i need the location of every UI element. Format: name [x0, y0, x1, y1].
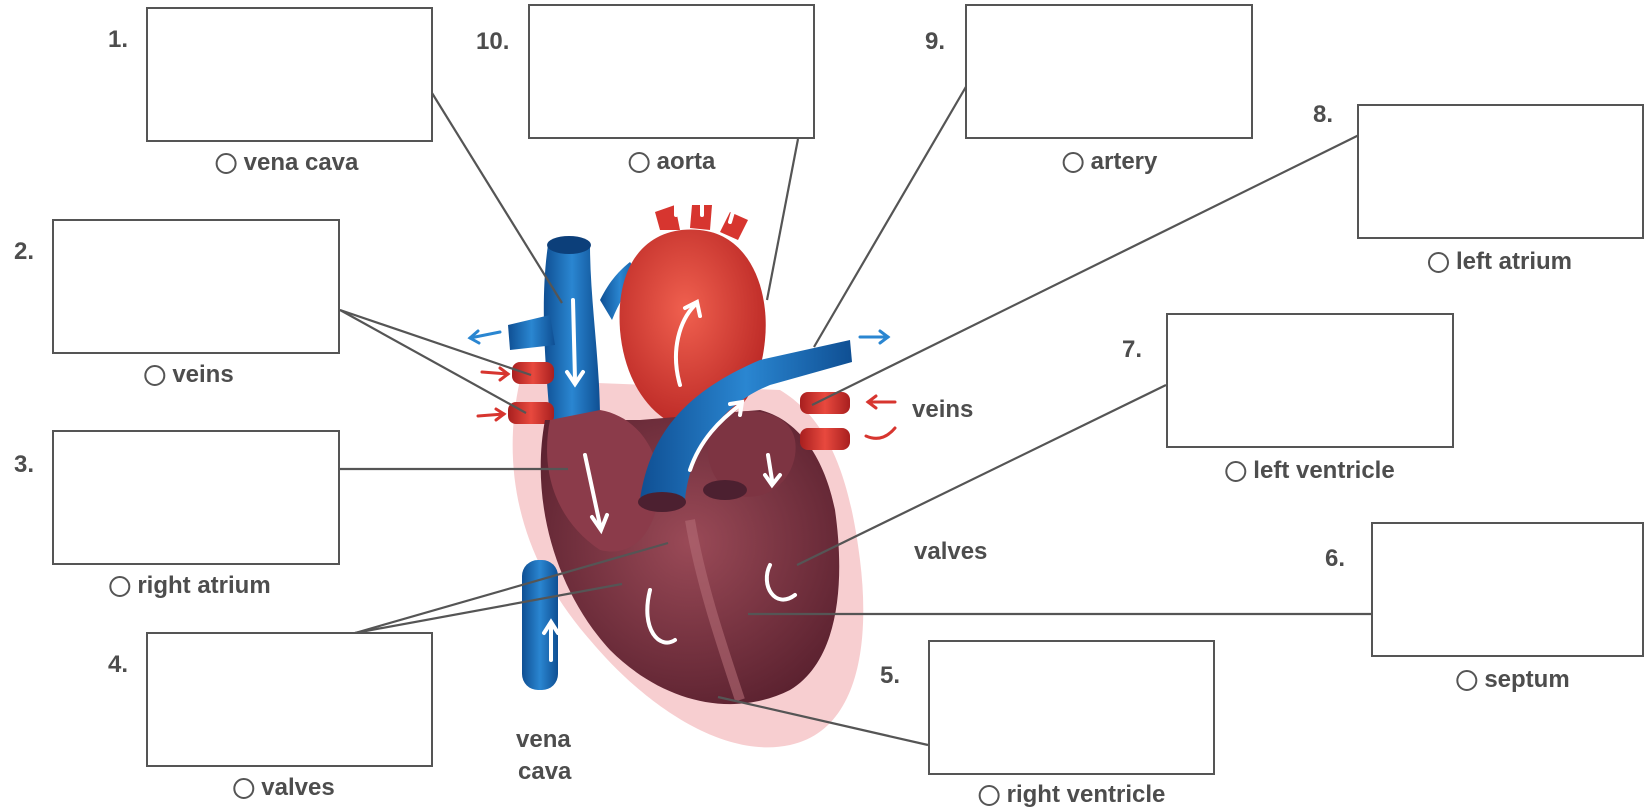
number-5: 5. [880, 662, 900, 690]
option-label: left atrium [1456, 248, 1572, 276]
option-label: left ventricle [1253, 457, 1394, 485]
option-valves[interactable]: valves [233, 774, 334, 802]
number-7: 7. [1122, 336, 1142, 364]
answer-box-6[interactable] [1371, 522, 1644, 657]
answer-box-3[interactable] [52, 430, 340, 565]
option-label: right ventricle [1007, 781, 1166, 809]
option-left-atrium[interactable]: left atrium [1428, 248, 1572, 276]
option-vena-cava[interactable]: vena cava [216, 149, 359, 177]
option-right-atrium[interactable]: right atrium [109, 572, 270, 600]
option-aorta[interactable]: aorta [629, 148, 716, 176]
number-10: 10. [476, 28, 509, 56]
answer-box-8[interactable] [1357, 104, 1644, 239]
option-label: artery [1091, 148, 1158, 176]
number-2: 2. [14, 238, 34, 266]
option-label: right atrium [137, 572, 270, 600]
radio-circle-icon[interactable] [144, 365, 165, 386]
answer-box-9[interactable] [965, 4, 1253, 139]
pulmonary-vein-right-red-2 [800, 428, 850, 450]
diagram-label-vena: vena [516, 724, 571, 756]
option-left-ventricle[interactable]: left ventricle [1225, 457, 1394, 485]
option-right-ventricle[interactable]: right ventricle [979, 781, 1166, 809]
option-septum[interactable]: septum [1456, 666, 1569, 694]
radio-circle-icon[interactable] [629, 152, 650, 173]
pulmonary-vein-right-red-1 [800, 392, 850, 414]
diagram-label-valves: valves [914, 536, 987, 568]
option-label: veins [172, 361, 233, 389]
radio-circle-icon[interactable] [233, 778, 254, 799]
radio-circle-icon[interactable] [1456, 670, 1477, 691]
answer-box-1[interactable] [146, 7, 433, 142]
number-9: 9. [925, 28, 945, 56]
pulmonary-vein-left-red-1 [512, 362, 554, 384]
answer-box-5[interactable] [928, 640, 1215, 775]
radio-circle-icon[interactable] [1225, 461, 1246, 482]
number-1: 1. [108, 26, 128, 54]
number-4: 4. [108, 651, 128, 679]
option-veins[interactable]: veins [144, 361, 233, 389]
diagram-label-veins: veins [912, 394, 973, 426]
option-label: vena cava [244, 149, 359, 177]
radio-circle-icon[interactable] [109, 576, 130, 597]
radio-circle-icon[interactable] [1428, 252, 1449, 273]
option-label: aorta [657, 148, 716, 176]
option-artery[interactable]: artery [1063, 148, 1158, 176]
option-label: valves [261, 774, 334, 802]
answer-box-4[interactable] [146, 632, 433, 767]
option-label: septum [1484, 666, 1569, 694]
answer-box-2[interactable] [52, 219, 340, 354]
radio-circle-icon[interactable] [216, 153, 237, 174]
pulmonary-vein-left-upper [508, 315, 555, 350]
answer-box-10[interactable] [528, 4, 815, 139]
answer-box-7[interactable] [1166, 313, 1454, 448]
number-8: 8. [1313, 101, 1333, 129]
number-6: 6. [1325, 545, 1345, 573]
diagram-label-cava: cava [518, 756, 571, 788]
number-3: 3. [14, 451, 34, 479]
radio-circle-icon[interactable] [979, 785, 1000, 806]
radio-circle-icon[interactable] [1063, 152, 1084, 173]
